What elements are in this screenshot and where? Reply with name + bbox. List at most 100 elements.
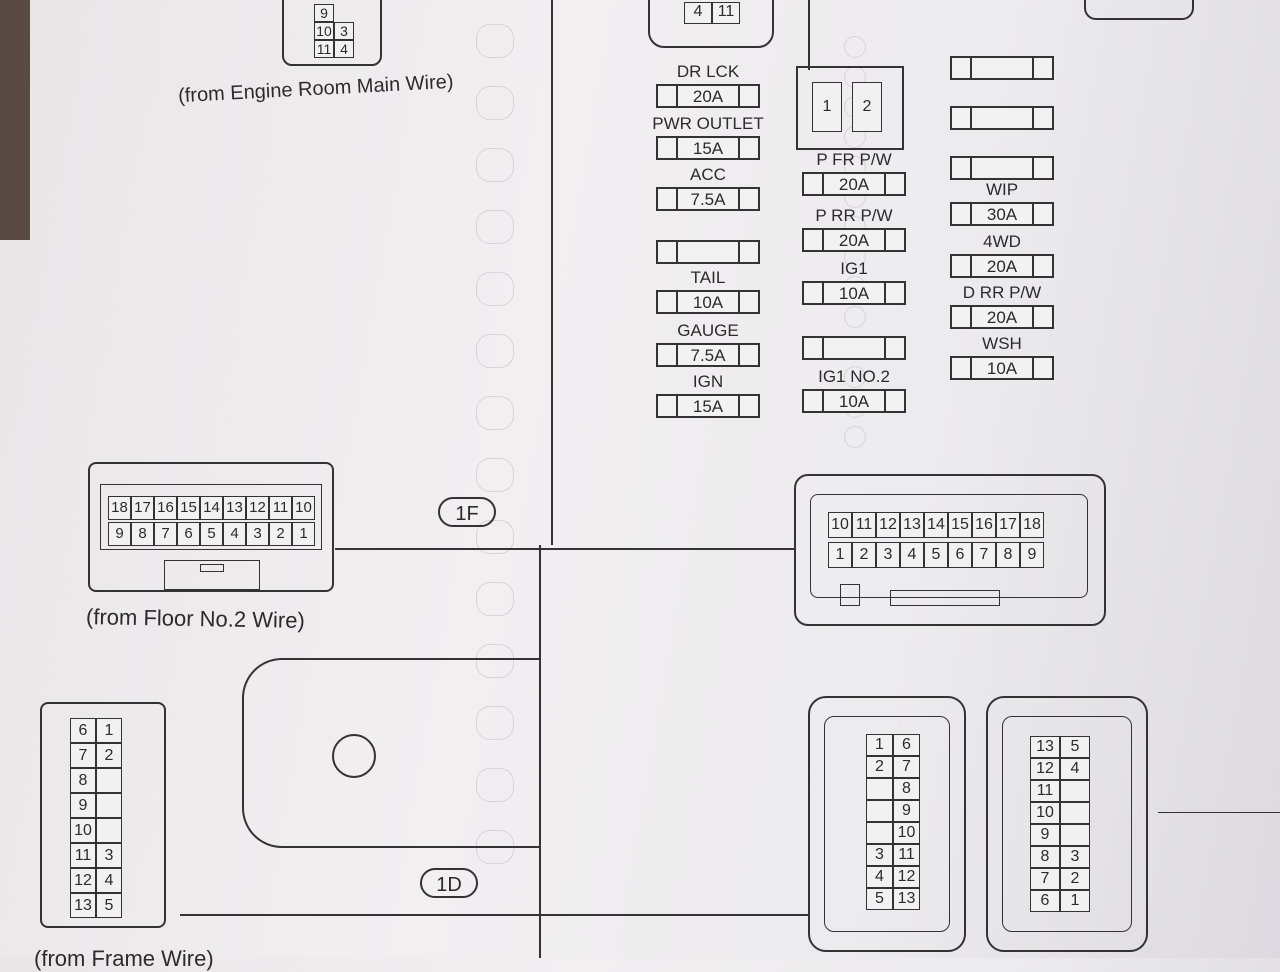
pin: 9	[1020, 542, 1044, 568]
pin: 3	[1060, 846, 1090, 868]
pin: 13	[900, 512, 924, 538]
pin: 14	[200, 496, 223, 520]
mounting-hole	[332, 734, 376, 778]
faint-mark	[844, 306, 866, 328]
connector-inner	[810, 494, 1088, 598]
fuse-label: DR LCK	[676, 62, 740, 81]
pin: 3	[96, 843, 122, 868]
fuse-label: IG1	[840, 259, 868, 278]
pin: 3	[246, 522, 269, 546]
pin: 18	[1020, 512, 1044, 538]
pin: 10	[70, 818, 96, 843]
relay-block: 1 2	[796, 66, 904, 150]
fuse-label: WSH	[982, 334, 1022, 353]
pin: 1	[866, 734, 893, 756]
pin: 6	[177, 522, 200, 546]
fuse-label: P FR P/W	[816, 150, 892, 169]
fuse: 15A	[656, 394, 760, 418]
fuse: 20A	[656, 84, 760, 108]
pin: 3	[334, 22, 354, 40]
pin: 11	[893, 844, 920, 866]
pin: 11	[269, 496, 292, 520]
pin: 11	[712, 2, 740, 24]
fuse-label: ACC	[690, 165, 726, 184]
pin	[866, 800, 893, 822]
connector-inner	[1002, 716, 1132, 932]
pin: 5	[96, 893, 122, 918]
wire-line-1d	[180, 914, 808, 916]
pin: 13	[70, 893, 96, 918]
pin: 12	[246, 496, 269, 520]
pin: 14	[924, 512, 948, 538]
pin: 6	[70, 718, 96, 743]
pin: 4	[684, 2, 712, 24]
pin: 3	[876, 542, 900, 568]
pin: 9	[893, 800, 920, 822]
pin: 10	[314, 22, 334, 40]
pin: 13	[223, 496, 246, 520]
pin: 10	[292, 496, 315, 520]
pin: 8	[996, 542, 1020, 568]
connector-id-1f: 1F	[438, 497, 496, 527]
fuse: 20A	[950, 305, 1054, 329]
fuse-rating: 10A	[986, 359, 1018, 378]
pin: 13	[1030, 736, 1060, 758]
pin: 11	[852, 512, 876, 538]
fuse-label: GAUGE	[677, 321, 739, 340]
divider-line-upper	[551, 0, 553, 545]
pin: 9	[108, 522, 131, 546]
pin: 7	[893, 756, 920, 778]
fuse-rating: 30A	[986, 205, 1018, 224]
faint-mark	[476, 458, 514, 492]
faint-mark	[476, 582, 514, 616]
wire-line-1f	[335, 548, 795, 550]
pin: 5	[1060, 736, 1090, 758]
fuse: 20A	[802, 228, 906, 252]
faint-mark	[844, 366, 866, 388]
wire-line-relay	[808, 0, 810, 70]
pin: 2	[96, 743, 122, 768]
fuse-label: WIP	[985, 180, 1019, 199]
fuse-rating: 20A	[838, 231, 870, 250]
fuse-rating: 20A	[838, 175, 870, 194]
pin: 1	[96, 718, 122, 743]
faint-mark	[476, 706, 514, 740]
pin	[1060, 780, 1090, 802]
pin: 2	[866, 756, 893, 778]
fuse	[802, 336, 906, 360]
pin	[96, 818, 122, 843]
fuse	[656, 240, 760, 264]
pin: 5	[200, 522, 223, 546]
fuse-rating: 10A	[692, 293, 724, 312]
fuse-rating: 7.5A	[690, 190, 726, 209]
fuse: 10A	[656, 290, 760, 314]
pin: 12	[893, 866, 920, 888]
pin: 2	[269, 522, 292, 546]
fuse-rating: 10A	[838, 284, 870, 303]
pin: 5	[866, 888, 893, 910]
relay-pin-1: 1	[812, 82, 842, 132]
label-floor-no2: (from Floor No.2 Wire)	[85, 604, 306, 633]
faint-mark	[476, 86, 514, 120]
faint-mark	[476, 334, 514, 368]
pin: 7	[1030, 868, 1060, 890]
fuse	[950, 56, 1054, 80]
fuse: 30A	[950, 202, 1054, 226]
pin: 6	[1030, 890, 1060, 912]
page-edge	[0, 0, 30, 240]
pin: 12	[70, 868, 96, 893]
fuse	[950, 106, 1054, 130]
pin: 7	[70, 743, 96, 768]
pin: 4	[96, 868, 122, 893]
pin: 8	[1030, 846, 1060, 868]
faint-mark	[476, 24, 514, 58]
faint-mark	[844, 426, 866, 448]
pin: 16	[972, 512, 996, 538]
connector-top-mid: 4 11	[648, 0, 774, 48]
pin: 8	[70, 768, 96, 793]
fuse-label: PWR OUTLET	[652, 114, 764, 133]
pin: 8	[131, 522, 154, 546]
fuse-rating: 20A	[692, 87, 724, 106]
pin: 9	[1030, 824, 1060, 846]
connector-top-right	[1084, 0, 1194, 20]
